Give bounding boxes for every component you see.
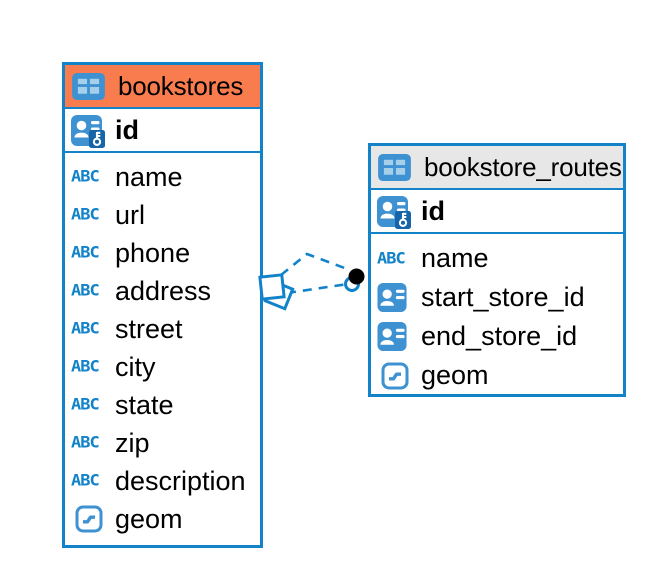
column-row-address[interactable]: ABC address xyxy=(65,272,260,310)
table-icon xyxy=(72,73,110,100)
column-label: name xyxy=(115,161,183,192)
relation-line[interactable] xyxy=(280,252,351,277)
primary-key-icon xyxy=(71,112,109,148)
table-icon xyxy=(378,154,416,181)
text-type-icon: ABC xyxy=(71,319,100,339)
relation-group[interactable] xyxy=(258,252,365,311)
column-row-geom[interactable]: geom xyxy=(65,500,260,538)
text-type-icon: ABC xyxy=(71,167,100,187)
column-row-description[interactable]: ABC description xyxy=(65,462,260,500)
geometry-type-icon xyxy=(377,362,415,390)
text-type-icon: ABC xyxy=(377,249,406,268)
column-label: zip xyxy=(115,427,150,458)
column-row-url[interactable]: ABC url xyxy=(65,196,260,234)
column-row-start-store-id[interactable]: start_store_id xyxy=(371,278,623,317)
column-label: geom xyxy=(421,360,489,390)
column-row-street[interactable]: ABC street xyxy=(65,310,260,348)
column-label: url xyxy=(115,199,146,230)
column-list: ABC name ABC url ABC phone ABC address A… xyxy=(65,153,260,538)
column-row-state[interactable]: ABC state xyxy=(65,386,260,424)
relation-source-marker[interactable] xyxy=(258,273,295,311)
column-label: city xyxy=(115,351,156,382)
column-label: address xyxy=(115,275,212,306)
table-bookstores[interactable]: bookstores id ABC name ABC url ABC phone… xyxy=(62,62,263,548)
text-type-icon: ABC xyxy=(71,281,100,301)
table-bookstore-routes[interactable]: bookstore_routes id ABC name start_store… xyxy=(368,143,626,397)
text-type-icon: ABC xyxy=(71,243,100,263)
column-label: street xyxy=(115,313,183,344)
column-row-id[interactable]: id xyxy=(371,190,623,234)
column-row-city[interactable]: ABC city xyxy=(65,348,260,386)
column-row-name[interactable]: ABC name xyxy=(65,158,260,196)
column-list: ABC name start_store_id end_store_id geo… xyxy=(371,234,623,395)
primary-key-icon xyxy=(377,193,415,229)
column-row-zip[interactable]: ABC zip xyxy=(65,424,260,462)
text-type-icon: ABC xyxy=(71,357,100,377)
column-label: start_store_id xyxy=(421,282,585,312)
text-type-icon: ABC xyxy=(71,205,100,225)
person-ref-icon xyxy=(377,282,415,313)
table-header[interactable]: bookstores xyxy=(65,65,260,109)
column-label: state xyxy=(115,389,174,420)
text-type-icon: ABC xyxy=(71,395,100,415)
geometry-type-icon xyxy=(71,505,109,533)
column-row-phone[interactable]: ABC phone xyxy=(65,234,260,272)
column-label: id xyxy=(115,114,139,145)
column-label: geom xyxy=(115,503,183,534)
column-row-name[interactable]: ABC name xyxy=(371,239,623,278)
relation-target-marker[interactable] xyxy=(344,268,365,292)
column-row-end-store-id[interactable]: end_store_id xyxy=(371,317,623,356)
person-ref-icon xyxy=(377,321,415,352)
column-label: name xyxy=(421,243,489,273)
column-label: end_store_id xyxy=(421,321,578,351)
table-name: bookstore_routes xyxy=(424,151,622,182)
text-type-icon: ABC xyxy=(71,433,100,453)
column-row-id[interactable]: id xyxy=(65,109,260,153)
column-label: phone xyxy=(115,237,191,268)
column-row-geom[interactable]: geom xyxy=(371,356,623,395)
relation-line[interactable] xyxy=(286,282,349,295)
column-label: description xyxy=(115,465,246,496)
text-type-icon: ABC xyxy=(71,471,100,491)
table-name: bookstores xyxy=(118,70,244,101)
column-label: id xyxy=(421,195,445,226)
table-header[interactable]: bookstore_routes xyxy=(371,146,623,190)
